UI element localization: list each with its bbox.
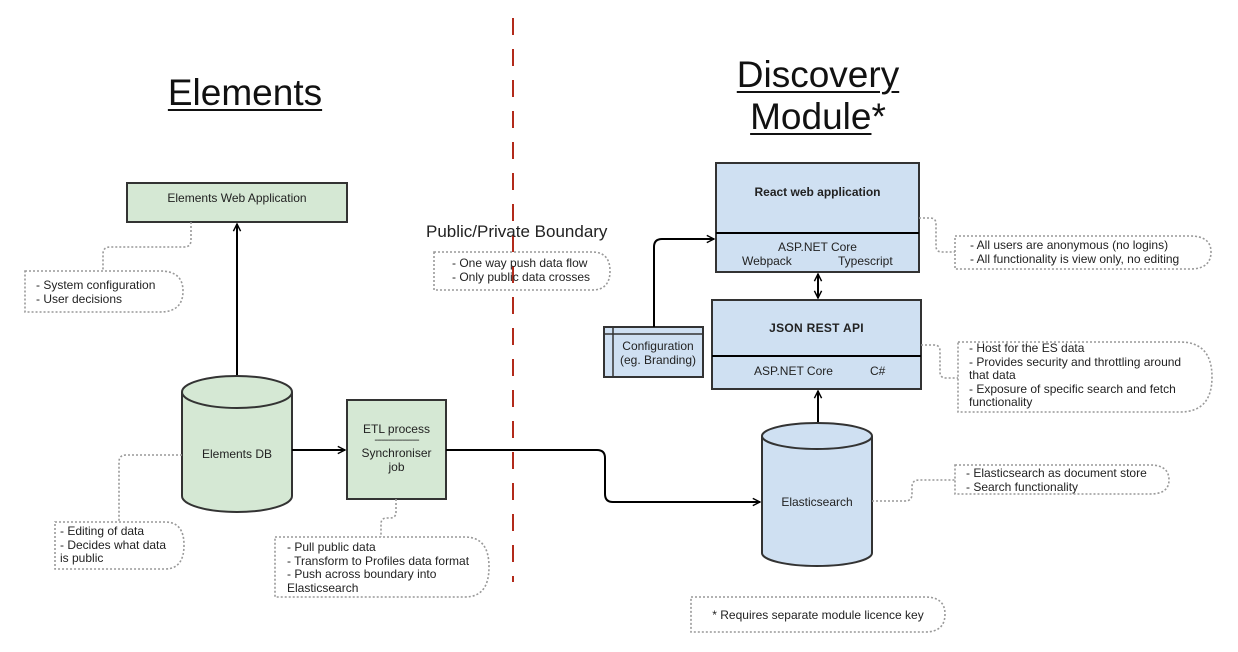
etl-line2: Synchroniser [361, 446, 432, 460]
discovery-title-line1: Discovery [736, 54, 900, 95]
elasticsearch-note-text: - Elasticsearch as document store - Sear… [966, 466, 1147, 494]
configuration-box[interactable] [603, 326, 704, 378]
react-tech-webpack: Webpack [742, 254, 792, 268]
webapp-note-bubble [24, 270, 184, 313]
api-note-text: - Host for the ES data - Provides securi… [969, 341, 1182, 409]
elasticsearch-note-bubble [954, 464, 1170, 495]
react-web-application-title: React web application [754, 185, 881, 199]
api-note-bubble [957, 341, 1213, 413]
json-rest-api-title: JSON REST API [769, 321, 864, 335]
react-web-application-box[interactable] [715, 162, 920, 273]
react-note-bubble [954, 235, 1212, 270]
etl-line1: ETL process [363, 422, 430, 436]
elements-db-cylinder[interactable] [181, 375, 293, 513]
elasticsearch-cylinder[interactable] [761, 422, 873, 567]
elements-web-application-label: Elements Web Application [167, 191, 307, 205]
elasticsearch-note-connector [872, 479, 955, 502]
db-note-text: - Editing of data - Decides what data is… [60, 524, 167, 565]
etl-note-bubble [274, 536, 490, 598]
discovery-title-line2: Module [750, 96, 872, 137]
discovery-title-asterisk: * [871, 96, 886, 137]
react-note-connector [919, 217, 955, 253]
api-tech-csharp: C# [870, 364, 886, 378]
elements-section-title: Elements [167, 72, 323, 113]
api-tech-aspnet: ASP.NET Core [754, 364, 833, 378]
boundary-note: - One way push data flow - Only public d… [452, 256, 591, 284]
react-note-text: - All users are anonymous (no logins) - … [970, 238, 1180, 266]
elements-web-application-box[interactable] [126, 182, 348, 223]
boundary-note-line: - Only public data crosses [452, 269, 591, 284]
etl-elasticsearch-arrow [446, 449, 760, 502]
boundary-note-line: - One way push data flow [452, 256, 588, 270]
configuration-line2: (eg. Branding) [619, 353, 697, 367]
api-note-connector [921, 344, 958, 379]
configuration-label: Configuration (eg. Branding) [613, 339, 703, 367]
react-tech-line1: ASP.NET Core [778, 240, 857, 254]
discovery-section-title: Discovery Module* [700, 54, 936, 138]
webapp-note-connector [102, 222, 192, 271]
etl-process-label: ETL process ------------------- Synchron… [347, 422, 446, 474]
config-react-arrow [653, 239, 714, 327]
elements-db-label: Elements DB [201, 447, 273, 461]
boundary-note-bubble [433, 251, 611, 291]
db-note-connector [118, 454, 182, 522]
etl-separator: ------------------- [374, 435, 419, 446]
boundary-label: Public/Private Boundary [426, 222, 608, 241]
webapp-note-text: - System configuration - User decisions [36, 278, 156, 306]
etl-note-text: - Pull public data - Transform to Profil… [287, 540, 470, 595]
db-note-bubble [54, 521, 185, 570]
configuration-line1: Configuration [622, 339, 694, 353]
etl-line3: job [388, 460, 405, 474]
json-rest-api-box[interactable] [711, 299, 922, 390]
etl-note-connector [380, 499, 397, 537]
elasticsearch-label: Elasticsearch [781, 495, 853, 509]
licence-note-text: * Requires separate module licence key [712, 608, 924, 622]
react-tech-typescript: Typescript [838, 254, 893, 268]
